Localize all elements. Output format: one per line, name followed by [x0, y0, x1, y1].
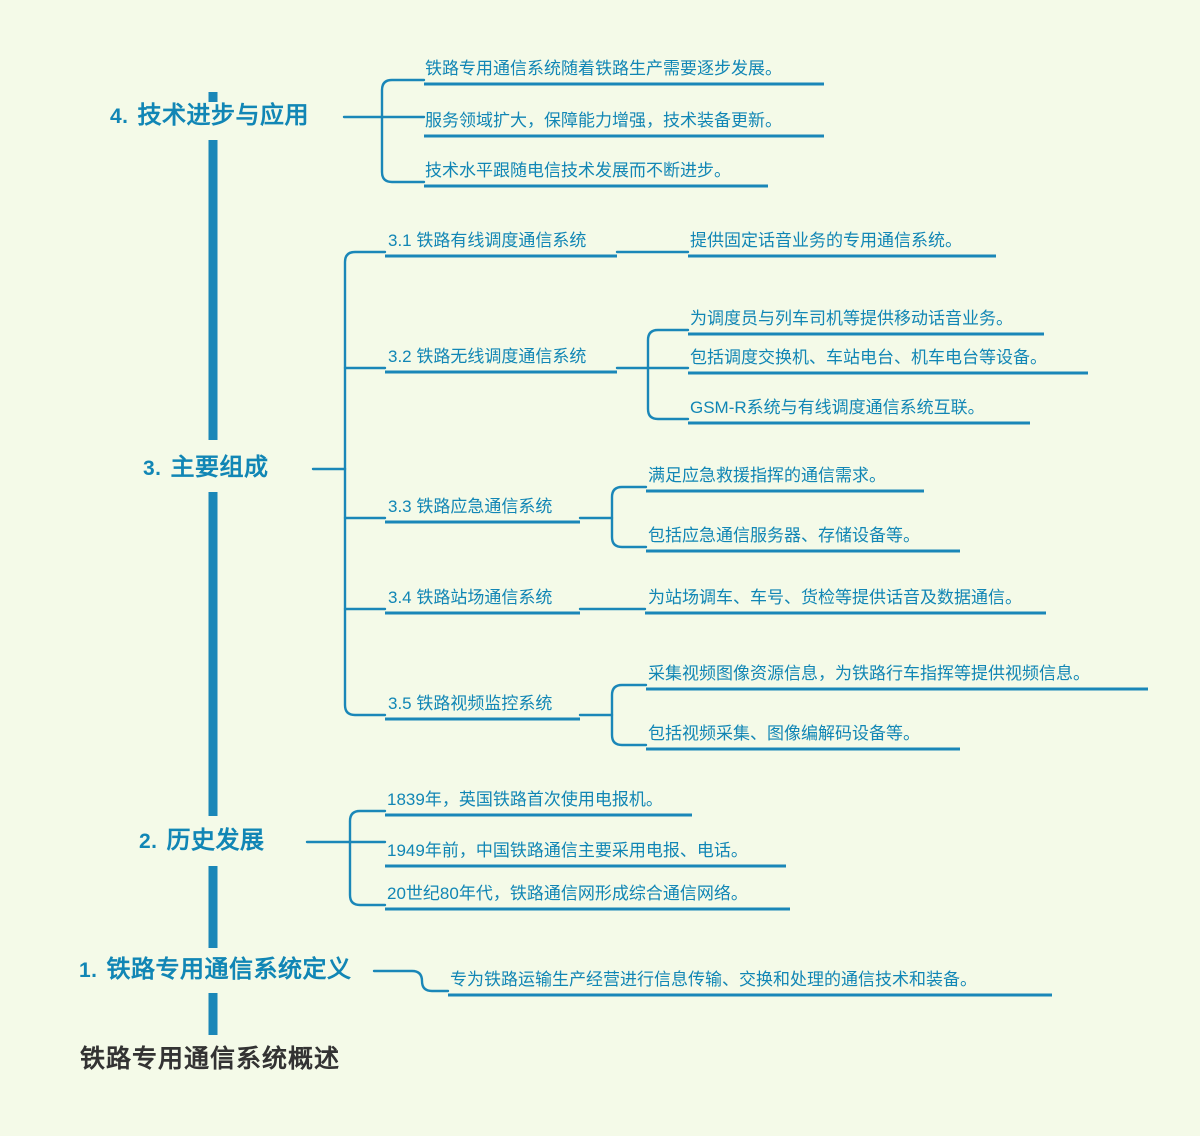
root-topic[interactable]: 铁路专用通信系统概述 [80, 1047, 340, 1072]
branch-label-2: 历史发展 [166, 827, 265, 854]
leaf-3-4-1[interactable]: 为站场调车、车号、货检等提供话音及数据通信。 [648, 589, 1022, 606]
leaf-text: 铁路专用通信系统随着铁路生产需要逐步发展。 [425, 59, 782, 78]
leaf-3-5-2[interactable]: 包括视频采集、图像编解码设备等。 [648, 725, 920, 742]
subtopic-3-1[interactable]: 3.1 铁路有线调度通信系统 [388, 232, 586, 249]
branch-topic-1[interactable]: 1. 铁路专用通信系统定义 [79, 958, 352, 982]
subtopic-text: 3.5 铁路视频监控系统 [388, 694, 553, 713]
leaf-text: 包括应急通信服务器、存储设备等。 [648, 526, 920, 545]
leaf-3-2-3[interactable]: GSM-R系统与有线调度通信系统互联。 [690, 399, 985, 416]
leaf-3-5-1[interactable]: 采集视频图像资源信息，为铁路行车指挥等提供视频信息。 [648, 665, 1090, 682]
leaf-3-2-2[interactable]: 包括调度交换机、车站电台、机车电台等设备。 [690, 349, 1047, 366]
leaf-text: 1839年，英国铁路首次使用电报机。 [387, 790, 663, 809]
leaf-2-2[interactable]: 1949年前，中国铁路通信主要采用电报、电话。 [387, 842, 748, 859]
branch-topic-4[interactable]: 4. 技术进步与应用 [110, 104, 309, 128]
branch-number-4: 4. [110, 105, 129, 128]
branch-label-1: 铁路专用通信系统定义 [106, 956, 352, 983]
leaf-text: 20世纪80年代，铁路通信网形成综合通信网络。 [387, 884, 748, 903]
leaf-text: 包括调度交换机、车站电台、机车电台等设备。 [690, 348, 1047, 367]
leaf-2-3[interactable]: 20世纪80年代，铁路通信网形成综合通信网络。 [387, 885, 748, 902]
subtopic-3-5[interactable]: 3.5 铁路视频监控系统 [388, 695, 552, 712]
leaf-3-3-2[interactable]: 包括应急通信服务器、存储设备等。 [648, 527, 920, 544]
subtopic-3-4[interactable]: 3.4 铁路站场通信系统 [388, 589, 552, 606]
leaf-text: 满足应急救援指挥的通信需求。 [648, 466, 886, 485]
leaf-3-3-1[interactable]: 满足应急救援指挥的通信需求。 [648, 467, 886, 484]
subtopic-text: 3.2 铁路无线调度通信系统 [388, 347, 587, 366]
branch-label-3: 主要组成 [170, 454, 269, 481]
leaf-4-1[interactable]: 铁路专用通信系统随着铁路生产需要逐步发展。 [425, 60, 782, 77]
leaf-text: 服务领域扩大，保障能力增强，技术装备更新。 [425, 111, 782, 130]
leaf-1-1[interactable]: 专为铁路运输生产经营进行信息传输、交换和处理的通信技术和装备。 [450, 971, 977, 988]
subtopic-text: 3.4 铁路站场通信系统 [388, 588, 553, 607]
leaf-3-1-1[interactable]: 提供固定话音业务的专用通信系统。 [690, 232, 962, 249]
branch-number-2: 2. [139, 830, 158, 853]
subtopic-text: 3.3 铁路应急通信系统 [388, 497, 553, 516]
subtopic-text: 3.1 铁路有线调度通信系统 [388, 231, 587, 250]
branch-label-4: 技术进步与应用 [137, 102, 310, 129]
leaf-text: 技术水平跟随电信技术发展而不断进步。 [425, 161, 731, 180]
leaf-text: 为调度员与列车司机等提供移动话音业务。 [690, 309, 1013, 328]
leaf-text: GSM-R系统与有线调度通信系统互联。 [690, 398, 985, 417]
branch-topic-3[interactable]: 3. 主要组成 [143, 456, 269, 480]
leaf-3-2-1[interactable]: 为调度员与列车司机等提供移动话音业务。 [690, 310, 1013, 327]
leaf-text: 采集视频图像资源信息，为铁路行车指挥等提供视频信息。 [648, 664, 1090, 683]
branch-number-1: 1. [79, 959, 98, 982]
leaf-4-2[interactable]: 服务领域扩大，保障能力增强，技术装备更新。 [425, 112, 782, 129]
subtopic-3-2[interactable]: 3.2 铁路无线调度通信系统 [388, 348, 586, 365]
leaf-text: 提供固定话音业务的专用通信系统。 [690, 231, 962, 250]
branch-topic-2[interactable]: 2. 历史发展 [139, 829, 265, 853]
leaf-2-1[interactable]: 1839年，英国铁路首次使用电报机。 [387, 791, 663, 808]
leaf-text: 为站场调车、车号、货检等提供话音及数据通信。 [648, 588, 1022, 607]
leaf-4-3[interactable]: 技术水平跟随电信技术发展而不断进步。 [425, 162, 731, 179]
leaf-text: 专为铁路运输生产经营进行信息传输、交换和处理的通信技术和装备。 [450, 970, 977, 989]
leaf-text: 1949年前，中国铁路通信主要采用电报、电话。 [387, 841, 748, 860]
leaf-text: 包括视频采集、图像编解码设备等。 [648, 724, 920, 743]
branch-number-3: 3. [143, 457, 162, 480]
root-topic-label: 铁路专用通信系统概述 [80, 1045, 341, 1073]
subtopic-3-3[interactable]: 3.3 铁路应急通信系统 [388, 498, 552, 515]
